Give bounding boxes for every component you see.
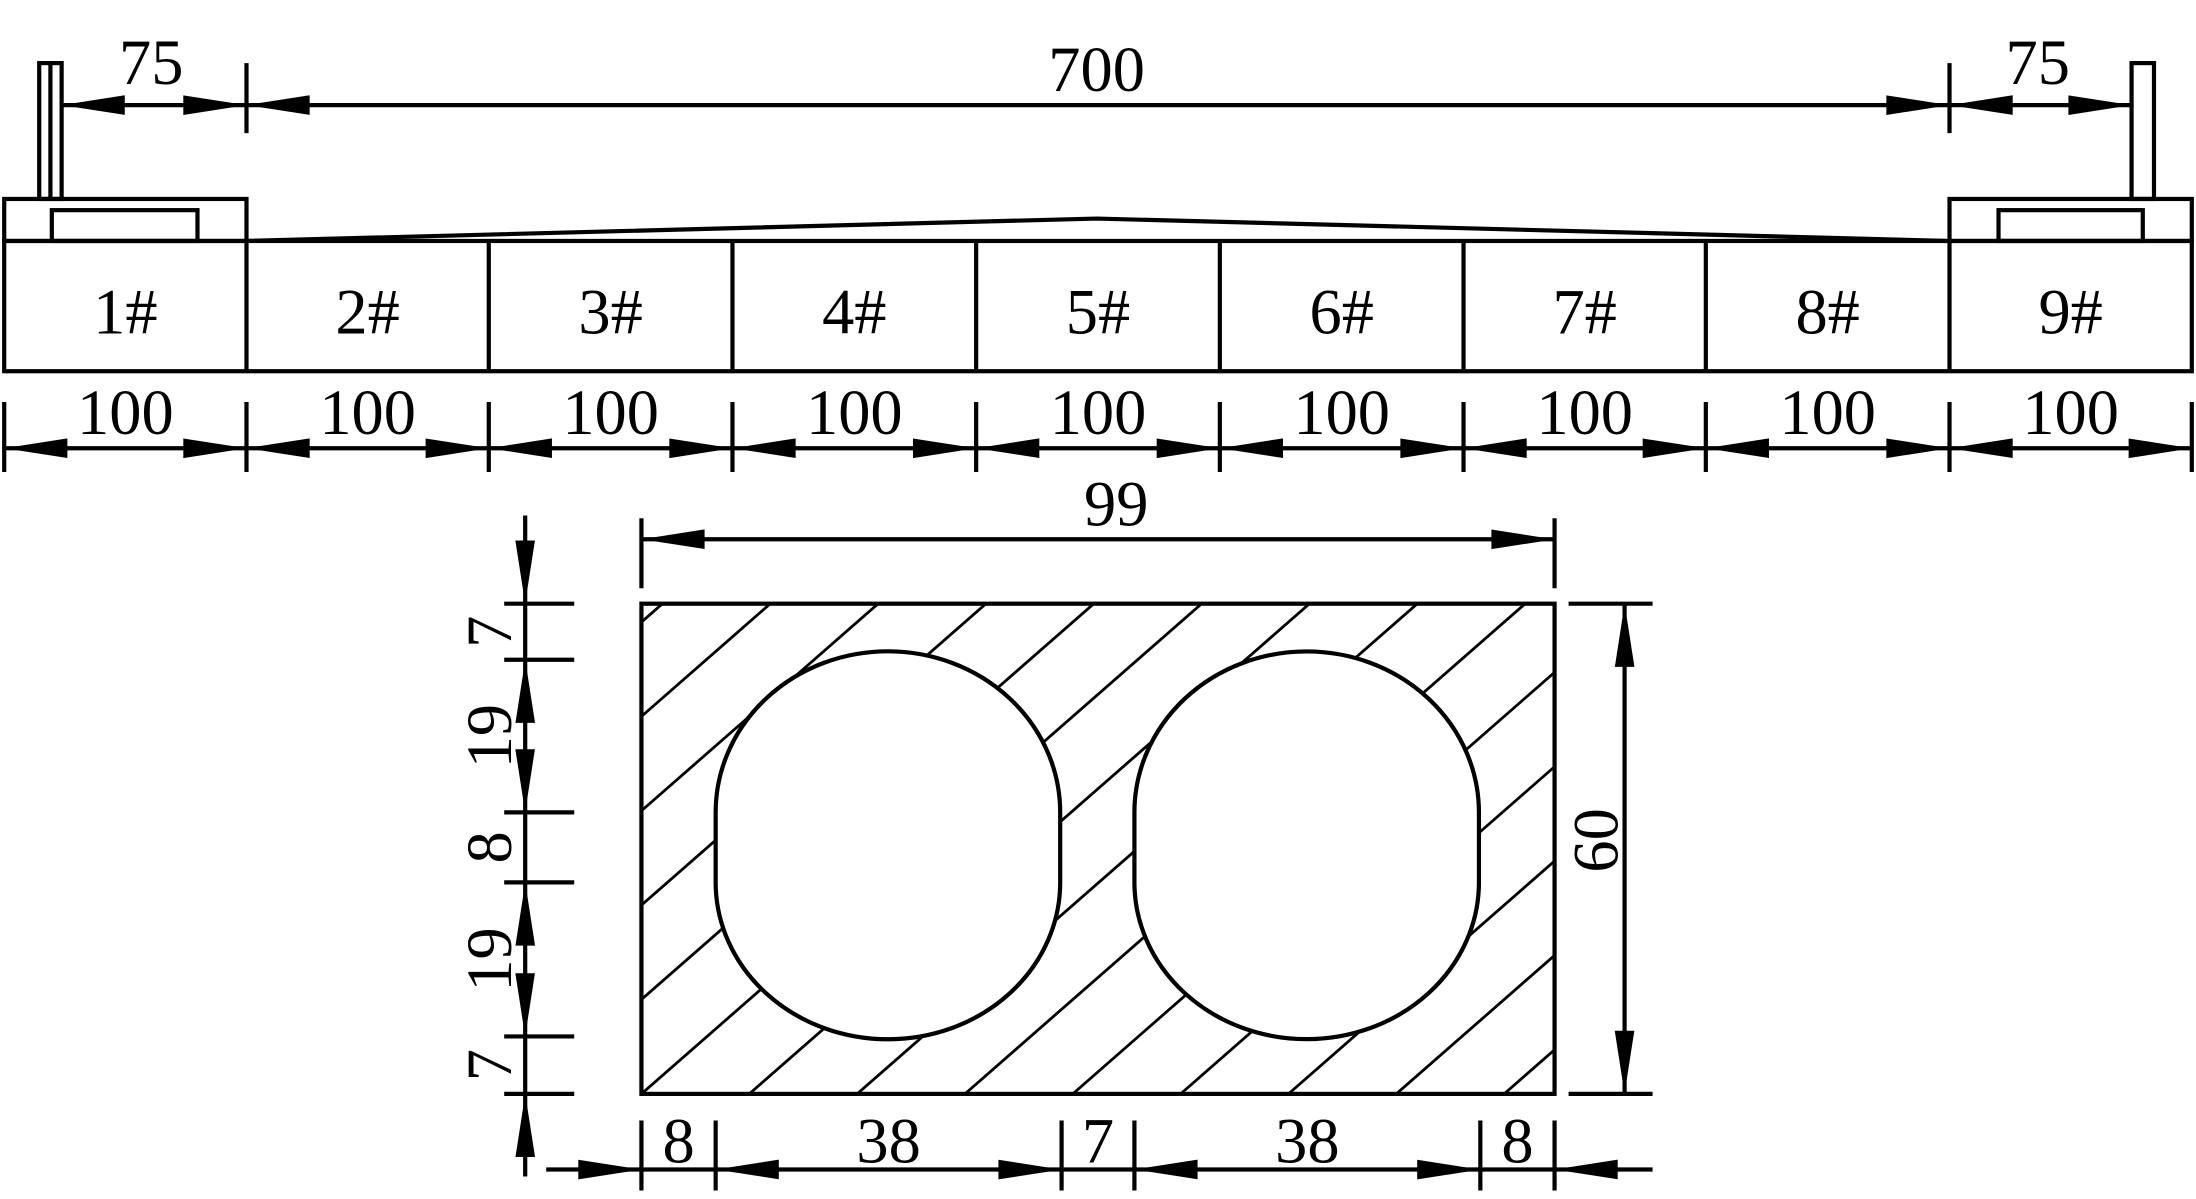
dim-label-left: 75 [119, 27, 183, 98]
hatch-line [1395, 953, 1555, 1094]
hatch-line [1720, 604, 2196, 1094]
section-width-label: 99 [1084, 468, 1148, 539]
slab-section [639, 601, 2196, 1096]
top-dimensions: 75 700 75 [61, 27, 2132, 134]
segment-label: 3# [578, 276, 642, 347]
width-dim-label: 100 [319, 377, 416, 448]
dim-label-right: 75 [2006, 27, 2070, 98]
section-dimensions: 99 60 7 19 8 19 7 8 38 7 38 8 [454, 468, 1653, 1191]
vertical-dim-label: 8 [454, 831, 525, 863]
dim-label-middle: 700 [1048, 34, 1145, 105]
vertical-dim-label: 7 [454, 616, 525, 648]
vertical-dim-label: 19 [454, 704, 525, 768]
width-dim-label: 100 [1293, 377, 1390, 448]
hatch-line [1828, 604, 2196, 1094]
segment-label: 5# [1066, 276, 1130, 347]
width-dim-label: 100 [1536, 377, 1633, 448]
width-dim-label: 100 [806, 377, 903, 448]
segment-label: 9# [2038, 276, 2102, 347]
hatch-line [1612, 604, 2172, 1094]
segment-label: 8# [1795, 276, 1859, 347]
bridge-elevation [2, 61, 2194, 374]
section-height-label: 60 [1561, 808, 1632, 872]
hatch-line [641, 603, 772, 719]
width-dim-label: 100 [77, 377, 174, 448]
width-dim-label: 100 [1050, 377, 1147, 448]
horizontal-dim-label: 38 [856, 1106, 920, 1177]
width-dim-label: 100 [1779, 377, 1876, 448]
segment-label: 4# [822, 276, 886, 347]
width-dim-label: 100 [562, 377, 659, 448]
segment-label: 1# [93, 276, 157, 347]
horizontal-dim-label: 7 [1082, 1106, 1114, 1177]
vertical-dim-label: 19 [454, 927, 525, 991]
segment-label: 2# [335, 276, 399, 347]
horizontal-dim-label: 38 [1275, 1106, 1339, 1177]
vertical-dim-label: 7 [454, 1049, 525, 1081]
horizontal-dim-label: 8 [1501, 1106, 1533, 1177]
segment-label: 7# [1552, 276, 1616, 347]
width-dim-label: 100 [2022, 377, 2119, 448]
horizontal-dim-label: 8 [662, 1106, 694, 1177]
hatch-line [641, 603, 664, 624]
slab-segments: 1# 2# 3# 4# 5# 6# 7# 8# 9# 100 100 100 100 100 100 100 1… [2, 240, 2194, 473]
segment-label: 6# [1309, 276, 1373, 347]
